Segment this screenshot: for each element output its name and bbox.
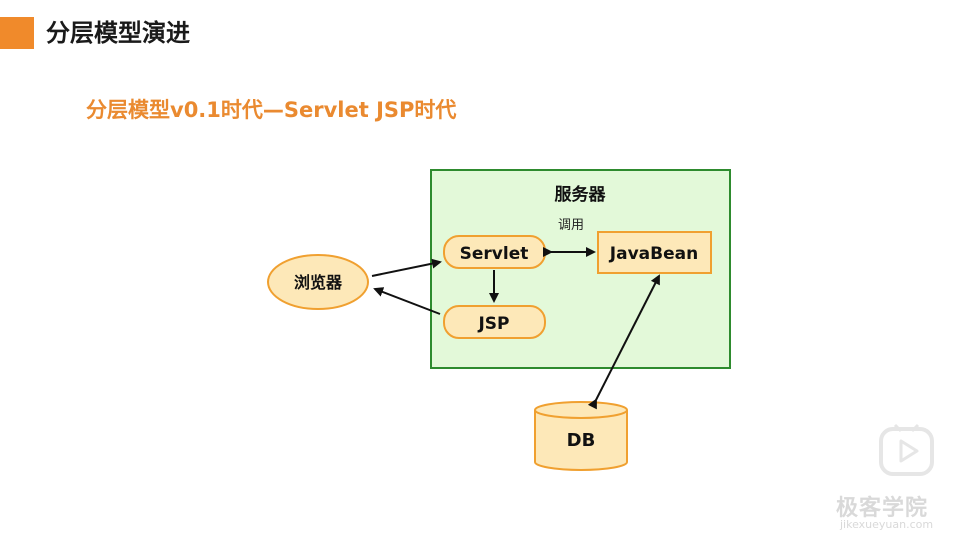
server-label: 服务器 <box>555 184 607 205</box>
play-icon <box>879 423 934 476</box>
arrow-browser-to-servlet <box>371 258 442 277</box>
browser-label: 浏览器 <box>294 273 343 292</box>
javabean-node <box>597 231 712 274</box>
slide-title: 分层模型演进 <box>46 19 190 47</box>
watermark-brand: 极客学院 <box>836 496 929 521</box>
title-accent-bar <box>0 17 34 49</box>
watermark-url: jikexueyuan.com <box>840 518 934 531</box>
browser-node <box>267 254 369 310</box>
db-label: DB <box>567 430 596 451</box>
arrow-javabean-db <box>587 274 660 410</box>
jsp-node <box>443 305 546 339</box>
jsp-label: JSP <box>477 314 509 334</box>
slide-subtitle: 分层模型v0.1时代—Servlet JSP时代 <box>86 98 457 122</box>
servlet-label: Servlet <box>460 244 529 264</box>
arrow-jsp-to-browser <box>373 287 441 315</box>
javabean-label: JavaBean <box>609 244 698 264</box>
call-label: 调用 <box>558 218 584 233</box>
